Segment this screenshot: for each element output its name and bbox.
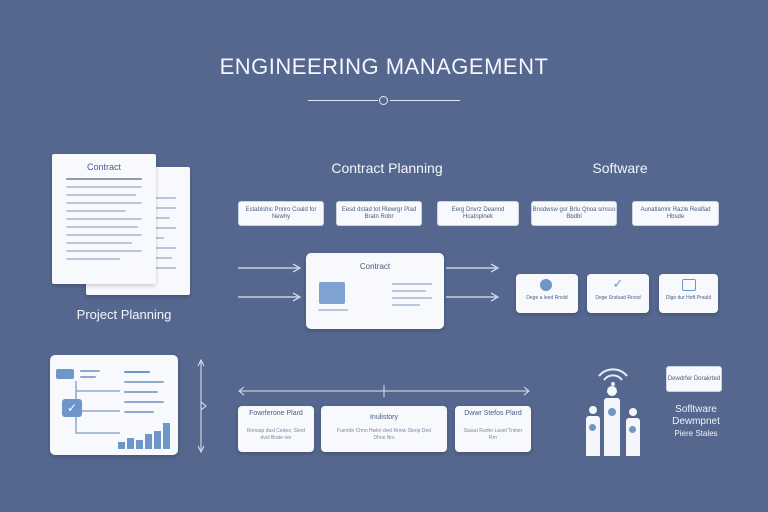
center-pill-3[interactable]: Eerg Dnvrz Deannd Hcatnplnek	[437, 201, 519, 226]
page-title: ENGINEERING MANAGEMENT	[219, 54, 549, 79]
bottom-card-title: Dwwr Stefos Plard	[464, 410, 522, 417]
person-figure-icon	[586, 406, 600, 456]
center-pill-1[interactable]: Establshic Pnnro Coald for Newhy	[238, 201, 324, 226]
icon-card-2[interactable]: ✓ Dege Snduad Rrosd	[587, 274, 649, 313]
software-caption-line-3: Piere Stales	[674, 429, 718, 438]
dashboard-card: ✓	[50, 355, 178, 455]
arrow-right-icon	[446, 263, 500, 273]
bottom-card-1[interactable]: Fowrferone Plard Rnneap dusl Cedes; Sler…	[238, 406, 314, 452]
icon-card-1[interactable]: Dege a leed Rnold	[516, 274, 578, 313]
image-placeholder-icon	[319, 282, 345, 304]
icon-card-3[interactable]: Dlge dur Heft Prauld	[659, 274, 718, 313]
contract-card[interactable]: Contract	[306, 253, 444, 329]
document-front-sheet: Contract	[52, 154, 156, 284]
arrow-right-icon	[238, 263, 302, 273]
bottom-card-title: Inulistory	[369, 414, 398, 421]
person-figure-icon	[604, 386, 620, 456]
wifi-signal-icon	[598, 368, 628, 386]
right-pill-2[interactable]: Aunatlamnr Razle Reaflad Hbsde	[632, 201, 719, 226]
contract-card-title: Contract	[359, 262, 391, 271]
title-divider-right	[390, 100, 460, 101]
person-figure-icon	[626, 408, 640, 456]
title-divider-dot-icon	[379, 96, 388, 105]
tree-connector	[75, 381, 120, 434]
deployment-badge[interactable]: Dewdrfer Dorakrted	[666, 366, 722, 392]
software-caption: Sofltware Dewmpnet Piere Stales	[656, 404, 736, 439]
bottom-card-body: Fuertdn Chnn Hwkn dvel Rrinw Slenp Ded D…	[337, 428, 431, 441]
center-pill-2[interactable]: Eesd dstad tot Rlewrgr Plad Bratn Robr	[336, 201, 422, 226]
bottom-card-2[interactable]: Inulistory Fuertdn Chnn Hwkn dvel Rrinw …	[321, 406, 447, 452]
document-title: Contract	[86, 162, 121, 172]
icon-card-label: Dege Snduad Rrosd	[595, 295, 641, 301]
icon-card-label: Dlge dur Heft Prauld	[665, 295, 712, 301]
right-pill-1[interactable]: Bnsdwsw gsr Brlu Qnoa smsso Bbdbl	[531, 201, 617, 226]
bottom-card-body: Siaaut Rurfer Laoel Trimer Rrn	[463, 428, 523, 441]
software-caption-line-1: Sofltware	[675, 404, 717, 415]
check-icon: ✓	[612, 276, 624, 291]
software-caption-line-2: Dewmpnet	[672, 416, 720, 427]
title-divider-left	[308, 100, 378, 101]
project-planning-caption: Project Planning	[76, 307, 172, 322]
timeline-line	[238, 385, 530, 397]
arrow-right-icon	[238, 292, 302, 302]
dashboard-header-block	[56, 369, 74, 379]
gear-icon	[540, 279, 552, 291]
icon-card-label: Dege a leed Rnold	[526, 295, 568, 301]
software-header: Software	[592, 160, 648, 176]
check-icon: ✓	[62, 399, 82, 417]
image-placeholder-icon	[682, 279, 696, 291]
bottom-card-title: Fowrferone Plard	[249, 410, 303, 417]
bottom-card-body: Rnneap dusl Cedes; Slerd dvol Brate ner	[246, 428, 306, 441]
bottom-card-3[interactable]: Dwwr Stefos Plard Siaaut Rurfer Laoel Tr…	[455, 406, 531, 452]
arrow-right-icon	[446, 292, 500, 302]
bar-chart-icon	[118, 421, 174, 449]
vertical-range-indicator	[197, 358, 207, 454]
contract-planning-header: Contract Planning	[331, 160, 443, 176]
